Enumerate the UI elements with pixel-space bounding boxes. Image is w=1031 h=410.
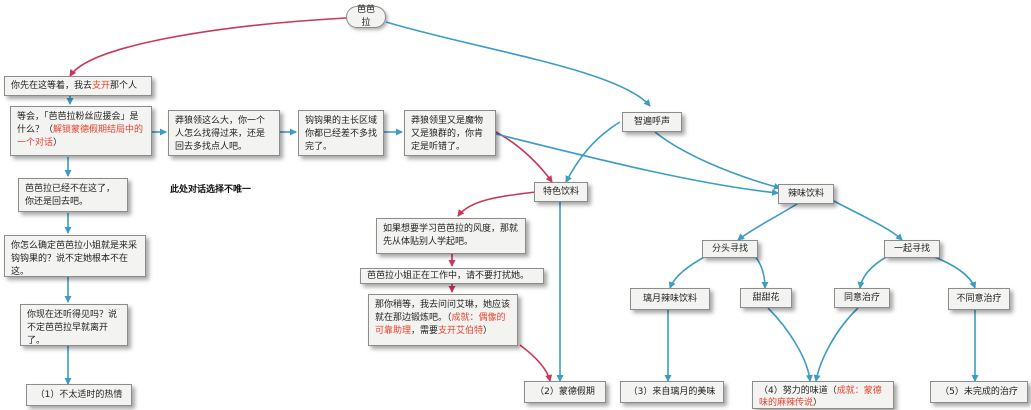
node-text-tail: 那个人 — [110, 81, 138, 91]
node-learn-grace: 如果想要学习芭芭拉的风度，那就先从体贴别人学起吧。 — [376, 218, 526, 254]
node-working: 芭芭拉小姐正在工作中，请不要打扰她。 — [360, 268, 544, 284]
node-text: 同意治疗 — [843, 292, 880, 303]
node-spicy-drink: 辣味饮料 — [778, 184, 834, 204]
edge-n20-n24 — [767, 307, 813, 382]
node-text: 莽狼领里又是魔物又是狼群的，你肯定是听错了。 — [411, 116, 484, 152]
ending-highlight: 成就：蒙德味的麻辣传说 — [759, 386, 882, 408]
edge-n15-n16 — [519, 344, 553, 382]
node-text: 莽狼领这么大，你一个人怎么找得过来，还是回去多找点人吧。 — [175, 116, 266, 152]
node-text: 如果想要学习芭芭拉的风度，那就先从体贴别人学起吧。 — [383, 224, 519, 247]
root-label: 芭芭拉 — [356, 5, 375, 28]
node-text: 那你稍等，我去问问艾琳，她应该就在那边锻炼吧。（ — [375, 300, 511, 323]
node-text: 一起寻找 — [893, 243, 930, 254]
node-text: 智遍呼声 — [633, 116, 670, 127]
node-text: 璃月辣味饮料 — [642, 293, 697, 304]
node-liyue-drink: 璃月辣味饮料 — [630, 288, 710, 310]
edge-n12-n17 — [737, 201, 801, 241]
ending-label-tail: ） — [813, 398, 823, 408]
node-text: 等会，「芭芭拉粉丝应援会」是什么？（ — [17, 112, 139, 135]
ending-label: （4）努力的味道（ — [759, 386, 837, 396]
node-text: 你现在还听得见吗？说不定芭芭拉早就离开了。 — [27, 310, 118, 346]
node-highlight: 支开 — [92, 81, 111, 91]
ending-label: （2）蒙德假期 — [535, 386, 595, 397]
ending-label: （5）未完成的治疗 — [940, 386, 1018, 397]
node-special-drink: 特色饮料 — [534, 182, 588, 202]
edge-n17-n19 — [668, 255, 707, 289]
node-text-mid: ，需要 — [411, 326, 439, 336]
edge-n18-n22 — [931, 255, 977, 289]
node-misheard: 莽狼领里又是魔物又是狼群的，你肯定是听错了。 — [404, 110, 496, 156]
node-text: 分头寻找 — [711, 243, 748, 254]
edge-n12-n18 — [831, 199, 903, 241]
edge-n17-n20 — [754, 255, 769, 289]
edge-n10-n12 — [654, 131, 781, 190]
ending-5: （5）未完成的治疗 — [930, 381, 1028, 403]
node-agree-treat: 同意治疗 — [834, 288, 890, 308]
edge-root-n10 — [385, 21, 651, 107]
node-highlight: 解锁蒙德假期结局中的一个对话 — [17, 125, 144, 148]
edge-n18-n21 — [857, 255, 889, 289]
node-text-tail: ） — [53, 138, 63, 148]
node-together-search: 一起寻找 — [884, 240, 940, 258]
node-text: 不同意治疗 — [956, 293, 1002, 304]
edge-n11-n13 — [457, 191, 537, 217]
edge-root-n1 — [69, 17, 347, 77]
edge-n21-n24 — [813, 307, 859, 382]
node-text: 辣味饮料 — [787, 188, 824, 199]
ending-2: （2）蒙德假期 — [524, 381, 606, 403]
node-highlight: 成就：偶像的可靠助理 — [375, 313, 506, 336]
node-area-searched: 钩钩果的主长区域你都已经差不多找完了。 — [298, 110, 384, 156]
node-text: 特色饮料 — [542, 186, 579, 197]
ending-3: （3）来自璃月的美味 — [620, 381, 724, 403]
ending-1: （1）不太适时的热情 — [26, 384, 132, 406]
ending-label: （3）来自璃月的美味 — [628, 386, 716, 397]
node-text: 芭芭拉小姐正在工作中，请不要打扰她。 — [367, 271, 530, 281]
node-sweet-flower: 甜甜花 — [740, 288, 792, 308]
node-wise-call: 智遍呼声 — [622, 112, 682, 132]
node-text: 你先在这等着，我去 — [11, 81, 93, 91]
node-can-hear: 你现在还听得见吗？说不定芭芭拉早就离开了。 — [20, 304, 128, 346]
node-text-tail: ） — [483, 326, 493, 336]
root-node: 芭芭拉 — [346, 5, 386, 28]
node-refuse-treat: 不同意治疗 — [948, 288, 1010, 310]
node-text: 你怎么确定芭芭拉小姐就是来采钩钩果的？说不定她根本不在这。 — [11, 241, 138, 277]
node-ask-irene: 那你稍等，我去问问艾琳，她应该就在那边锻炼吧。（成就：偶像的可靠助理，需要支开艾… — [368, 294, 518, 346]
node-send-away: 你先在这等着，我去支开那个人 — [4, 76, 152, 96]
node-highlight-2: 支开艾伯特 — [438, 326, 484, 336]
edge-n9-n11 — [495, 131, 553, 183]
node-text: 芭芭拉已经不在这了，你还是回去吧。 — [25, 184, 116, 207]
node-text: 钩钩果的主长区域你都已经差不多找完了。 — [305, 116, 378, 152]
edge-n10-n11 — [565, 121, 621, 183]
note-text: 此处对话选择不唯一 — [170, 185, 252, 195]
node-split-search: 分头寻找 — [702, 240, 758, 258]
note-choice: 此处对话选择不唯一 — [170, 182, 251, 195]
ending-label: （1）不太适时的热情 — [35, 389, 123, 400]
edge-n9-n12 — [495, 133, 779, 196]
node-fan-club-question: 等会，「芭芭拉粉丝应援会」是什么？（解锁蒙德假期结局中的一个对话） — [10, 106, 152, 156]
node-too-big: 莽狼领这么大，你一个人怎么找得过来，还是回去多找点人吧。 — [168, 110, 280, 156]
node-how-sure: 你怎么确定芭芭拉小姐就是来采钩钩果的？说不定她根本不在这。 — [4, 235, 146, 277]
node-text: 甜甜花 — [752, 292, 780, 303]
ending-4: （4）努力的味道（成就：蒙德味的麻辣传说） — [752, 381, 894, 409]
node-barbara-gone: 芭芭拉已经不在这了，你还是回去吧。 — [18, 178, 128, 212]
